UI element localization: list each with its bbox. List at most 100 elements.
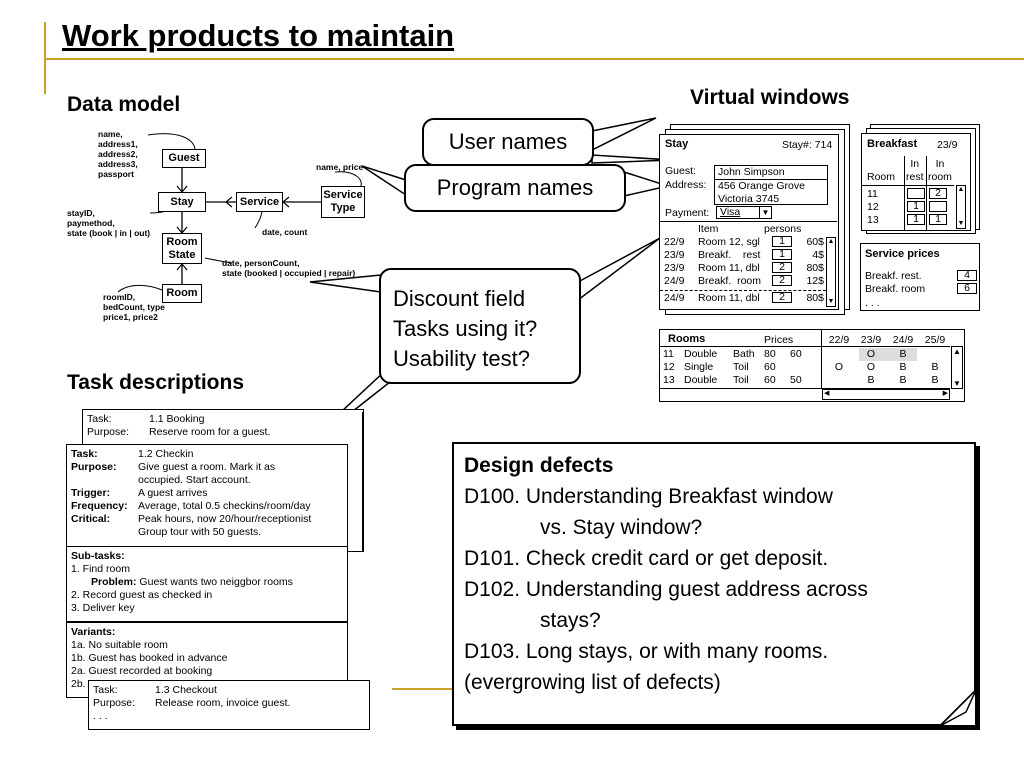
roomstate-note-curve [204, 257, 233, 264]
room-state-cell[interactable]: O [866, 361, 876, 373]
stay-line-item: Room 11, dbl [698, 262, 760, 274]
stay-line-price: 4$ [812, 249, 824, 261]
rooms-col-line [821, 330, 822, 388]
service-price-field[interactable]: 6 [957, 283, 977, 294]
room-number: 11 [663, 348, 674, 360]
page-title: Work products to maintain [62, 18, 455, 53]
rooms-vertical-scrollbar[interactable]: ▲ ▼ [951, 346, 963, 389]
persons-field[interactable]: 2 [772, 262, 792, 273]
breakfast-room-field[interactable] [929, 201, 947, 212]
persons-field[interactable]: 2 [772, 275, 792, 286]
entity-room: Room [162, 284, 202, 303]
checkin-frequency-value: Average, total 0.5 checkins/room/day [138, 500, 311, 512]
task-checkin-card: Task:1.2 Checkin Purpose:Give guest a ro… [66, 444, 348, 552]
problem-value: Guest wants two neiggbor rooms [136, 576, 293, 588]
payment-select[interactable]: Visa ▼ [716, 206, 772, 219]
stay-scrollbar[interactable]: ▲ ▼ [826, 237, 836, 307]
breakfast-rest-field[interactable]: 1 [907, 201, 925, 212]
scroll-right-icon[interactable]: ▶ [942, 390, 948, 397]
room-state-cell[interactable]: B [899, 348, 907, 360]
room-state-cell[interactable]: B [931, 361, 939, 373]
guest-label: Guest: [665, 165, 696, 177]
room-state-cell[interactable]: B [931, 374, 939, 386]
persons-column-header: persons [764, 223, 802, 235]
service-note-curve [254, 209, 263, 229]
stay-line-price: 12$ [806, 275, 824, 287]
persons-field[interactable]: 1 [772, 236, 792, 247]
scroll-up-icon[interactable]: ▲ [953, 347, 961, 356]
rooms-horizontal-scrollbar[interactable]: ◀ ▶ [822, 389, 950, 400]
rooms-footer-line [660, 388, 950, 389]
stay-attributes-note: stayID, paymethod, state (book | in | ou… [67, 208, 151, 238]
scroll-up-icon[interactable]: ▲ [957, 186, 965, 193]
address-line1: 456 Orange Grove [718, 180, 805, 192]
breakfast-room-field[interactable]: 1 [929, 214, 947, 225]
room-number: 12 [663, 361, 675, 373]
checkout-task-value: 1.3 Checkout [155, 684, 217, 696]
service-prices-more: . . . [865, 297, 880, 309]
defect-line-1: D100. Understanding Breakfast window [464, 485, 833, 508]
room-state-cell[interactable]: B [899, 374, 907, 386]
defect-line-2: vs. Stay window? [540, 516, 703, 539]
stay-line-price: 80$ [806, 292, 824, 304]
stay-line-date: 24/9 [664, 292, 685, 304]
scroll-down-icon[interactable]: ▼ [957, 220, 965, 227]
room-price1: 60 [764, 374, 776, 386]
service-prices-title: Service prices [865, 248, 940, 260]
scroll-left-icon[interactable]: ◀ [824, 390, 830, 397]
breakfast-rest-field[interactable]: 1 [907, 214, 925, 225]
room-price1: 80 [764, 348, 776, 360]
checkin-task-value: 1.2 Checkin [138, 448, 194, 460]
service-price-label: Breakf. room [865, 283, 926, 295]
stay-line-date: 23/9 [664, 262, 685, 274]
persons-field[interactable]: 2 [772, 292, 792, 303]
service-price-field[interactable]: 4 [957, 270, 977, 281]
defect-line-3: D101. Check credit card or get deposit. [464, 547, 829, 570]
breakfast-room-field[interactable]: 2 [929, 188, 947, 199]
room-type: Double [684, 348, 718, 360]
payment-value: Visa [720, 206, 741, 218]
room-price2: 60 [790, 348, 802, 360]
room-attributes-note: roomID, bedCount, type price1, price2 [103, 292, 165, 322]
crowfoot-room-roomstate [176, 263, 188, 271]
breakfast-scrollbar[interactable]: ▲ ▼ [956, 185, 966, 229]
entity-stay: Stay [158, 192, 206, 212]
booking-task-value: 1.1 Booking [149, 413, 205, 425]
stay-window-title: Stay [665, 138, 689, 150]
breakfast-rest-field[interactable] [907, 188, 925, 199]
breakfast-room-header: Room [867, 171, 896, 183]
item-column-header: Item [698, 223, 719, 235]
scroll-down-icon[interactable]: ▼ [827, 298, 835, 305]
payment-label: Payment: [665, 207, 710, 219]
persons-field[interactable]: 1 [772, 249, 792, 260]
checkin-subtasks-card: Sub-tasks: 1. Find room Problem: Guest w… [66, 546, 348, 622]
stay-line-date: 22/9 [664, 236, 685, 248]
room-state-cell[interactable]: B [899, 361, 907, 373]
service-price-row: Breakf. room 6 [865, 283, 977, 295]
rooms-date-header: 24/9 [892, 334, 914, 346]
task-descriptions-heading: Task descriptions [67, 371, 245, 394]
selected-period-highlight[interactable] [859, 348, 917, 361]
room-state-cell[interactable]: O [834, 361, 844, 373]
checkout-purpose-value: Release room, invoice guest. [155, 697, 291, 709]
room-type: Double [684, 374, 718, 386]
checkin-purpose-value: Give guest a room. Mark it as occupied. … [138, 461, 276, 486]
room-state-cell[interactable]: B [867, 374, 875, 386]
room-state-cell[interactable]: O [866, 348, 876, 360]
scroll-up-icon[interactable]: ▲ [827, 238, 835, 245]
chevron-down-icon[interactable]: ▼ [759, 207, 771, 218]
guest-address-field[interactable]: John Simpson 456 Orange Grove Victoria 3… [714, 165, 828, 205]
scroll-down-icon[interactable]: ▼ [953, 379, 961, 388]
